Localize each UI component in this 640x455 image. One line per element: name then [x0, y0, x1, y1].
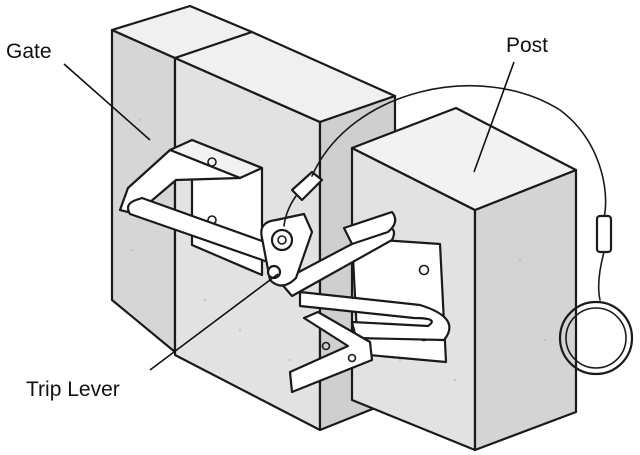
trip-lever-leader-line: [149, 273, 279, 371]
lower-hook: [288, 310, 374, 394]
gate-bracket: [118, 138, 278, 277]
gate-label: Gate: [6, 40, 52, 63]
gate-leader-line: [63, 63, 151, 141]
u-catch: [298, 290, 451, 342]
post-label: Post: [506, 34, 548, 57]
cable-line: [311, 84, 607, 219]
post-side-face: [473, 168, 578, 452]
cable-line-to-lever: [283, 195, 297, 227]
trip-lever-label: Trip Lever: [26, 378, 120, 401]
hook-screw-1: [321, 341, 331, 351]
post-plate-screw-top: [418, 264, 430, 276]
cable-ferrule-ring: [595, 214, 613, 254]
pull-cable: [283, 84, 634, 376]
post-top-face: [350, 106, 578, 212]
post-leader-line: [473, 61, 515, 173]
post-latch: [278, 210, 451, 394]
trip-lever-pivot: [270, 228, 294, 252]
trip-lever-pivot-hole: [277, 235, 287, 245]
cable-loop: [597, 251, 605, 301]
latch-arm-bracket: [342, 210, 397, 246]
cable-ferrule-lever: [290, 170, 324, 202]
gate-plate-screw-top: [207, 157, 217, 167]
pull-ring: [558, 300, 634, 376]
trip-lever: [260, 170, 324, 287]
hook-screw-2: [347, 353, 357, 363]
pull-ring-inner: [565, 307, 627, 369]
